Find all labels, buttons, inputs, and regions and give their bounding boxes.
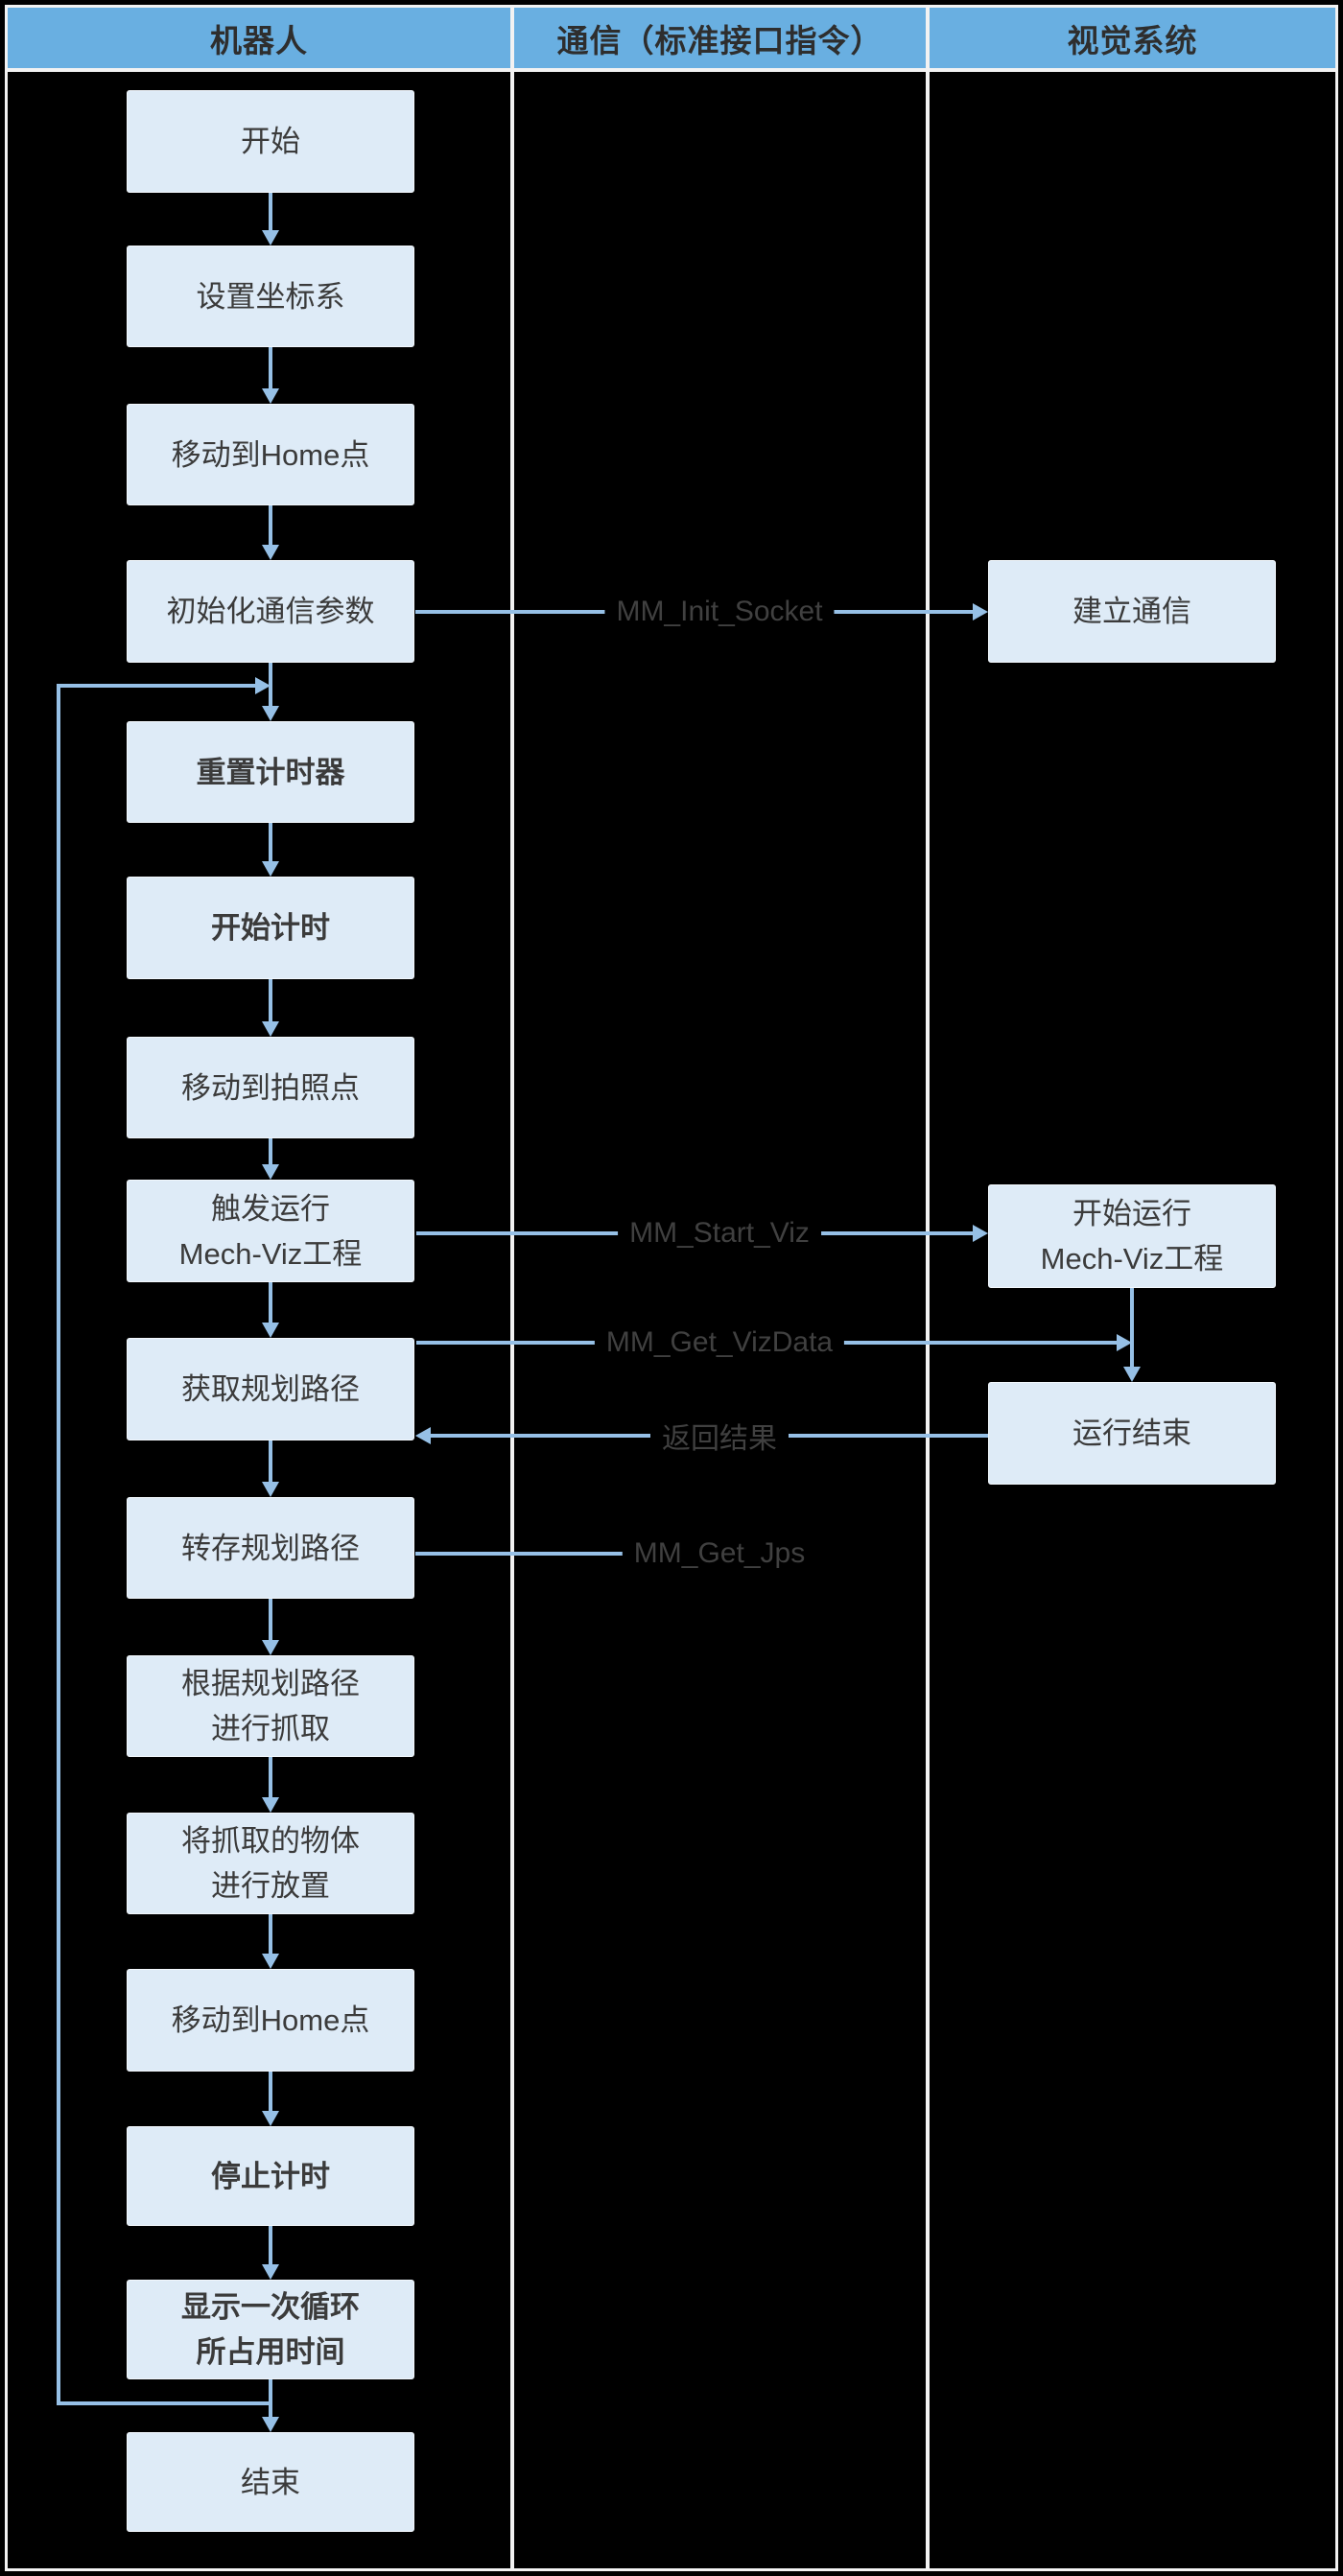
arrowhead-down-icon (262, 2417, 279, 2432)
arrowhead-down-icon (262, 1640, 279, 1655)
msg-label-mm-get-jps: MM_Get_Jps (622, 1537, 817, 1570)
arrowhead-down-icon (262, 2111, 279, 2126)
flow-node-set-coordinate-system: 设置坐标系 (127, 246, 414, 347)
msg-label-mm-get-vizdata: MM_Get_VizData (594, 1326, 845, 1359)
flow-node-move-to-home-2: 移动到Home点 (127, 1969, 414, 2072)
flow-node-reset-timer: 重置计时器 (127, 721, 414, 823)
arrowhead-right-icon (973, 603, 988, 621)
node-label: 显示一次循环 (181, 2290, 360, 2324)
loop-back-bottom-line (57, 2401, 272, 2405)
msg-label-return-result: 返回结果 (650, 1415, 789, 1457)
arrowhead-down-icon (262, 1164, 279, 1180)
node-label: Mech-Viz工程 (1040, 1242, 1224, 1276)
connector-2-3 (269, 347, 272, 390)
connector-14-15 (269, 2226, 272, 2266)
node-label: 建立通信 (1072, 595, 1191, 628)
node-label: 结束 (241, 2465, 300, 2499)
node-label: 移动到Home点 (171, 2003, 370, 2037)
connector-8-9 (269, 1282, 272, 1324)
lane-header-comm: 通信（标准接口指令） (514, 8, 926, 68)
node-label: 将抓取的物体 (181, 1824, 360, 1858)
loop-back-vertical-line (57, 684, 60, 2405)
flow-node-get-planned-path: 获取规划路径 (127, 1338, 414, 1440)
header-underline (5, 68, 1338, 72)
flow-node-trigger-mech-viz: 触发运行 Mech-Viz工程 (127, 1180, 414, 1282)
arrowhead-down-icon (262, 1482, 279, 1497)
flow-node-show-cycle-time: 显示一次循环 所占用时间 (127, 2280, 414, 2379)
lane-header-comm-label: 通信（标准接口指令） (556, 22, 884, 59)
lane-header-robot-label: 机器人 (210, 22, 308, 59)
flow-node-start-timing: 开始计时 (127, 877, 414, 979)
arrowhead-down-icon (262, 706, 279, 721)
arrowhead-right-icon (1117, 1334, 1132, 1351)
node-label: 根据规划路径 (181, 1667, 360, 1700)
arrowhead-down-icon (1123, 1367, 1141, 1382)
node-label: 移动到拍照点 (181, 1070, 360, 1105)
connector-13-14 (269, 2072, 272, 2113)
node-label: 移动到Home点 (171, 437, 370, 472)
connector-15-16 (269, 2379, 272, 2419)
node-label: 初始化通信参数 (166, 595, 375, 628)
arrowhead-right-icon (973, 1225, 988, 1242)
arrowhead-down-icon (262, 2264, 279, 2280)
node-label: 停止计时 (211, 2159, 330, 2193)
flow-node-move-to-capture-point: 移动到拍照点 (127, 1037, 414, 1138)
connector-10-11 (269, 1599, 272, 1642)
node-label: 进行放置 (211, 1869, 330, 1903)
arrowhead-down-icon (262, 1021, 279, 1037)
loop-back-arrowhead-icon (255, 677, 271, 694)
flow-node-move-to-home-1: 移动到Home点 (127, 404, 414, 505)
lane-divider-2 (926, 5, 930, 2571)
connector-12-13 (269, 1914, 272, 1955)
node-label: 设置坐标系 (196, 279, 345, 314)
flow-node-init-communication-params: 初始化通信参数 (127, 560, 414, 663)
flow-node-start-running-mech-viz: 开始运行 Mech-Viz工程 (988, 1184, 1276, 1288)
node-label: 触发运行 (211, 1191, 330, 1226)
msg-label-mm-init-socket: MM_Init_Socket (604, 596, 835, 628)
connector-5-6 (269, 823, 272, 863)
arrowhead-down-icon (262, 861, 279, 877)
lane-header-vision-label: 视觉系统 (1067, 22, 1198, 59)
node-label: 获取规划路径 (181, 1372, 360, 1406)
lane-header-vision: 视觉系统 (930, 8, 1335, 68)
connector-4-5 (269, 663, 272, 708)
connector-7-8 (269, 1138, 272, 1166)
flow-node-start: 开始 (127, 90, 414, 193)
node-label: 开始计时 (211, 911, 330, 945)
connector-11-12 (269, 1757, 272, 1799)
node-label: 转存规划路径 (181, 1531, 360, 1565)
connector-6-7 (269, 979, 272, 1023)
loop-back-top-line (57, 684, 255, 688)
flow-node-stop-timing: 停止计时 (127, 2126, 414, 2226)
lane-header-robot: 机器人 (8, 8, 510, 68)
arrowhead-down-icon (262, 545, 279, 560)
arrowhead-down-icon (262, 1797, 279, 1813)
flow-node-establish-communication: 建立通信 (988, 560, 1276, 663)
node-label: 开始运行 (1072, 1197, 1191, 1230)
flow-node-end: 结束 (127, 2432, 414, 2532)
arrowhead-down-icon (262, 388, 279, 404)
connector-9-10 (269, 1440, 272, 1484)
connector-startviz-runend (1130, 1288, 1134, 1369)
outer-border (5, 5, 1338, 2571)
connector-3-4 (269, 505, 272, 547)
arrowhead-down-icon (262, 230, 279, 246)
lane-divider-1 (510, 5, 514, 2571)
flow-node-run-finished: 运行结束 (988, 1382, 1276, 1485)
flow-node-pick-by-planned-path: 根据规划路径 进行抓取 (127, 1655, 414, 1757)
msg-mm-get-jps-line (415, 1552, 634, 1556)
node-label: 所占用时间 (196, 2335, 345, 2369)
msg-label-mm-start-viz: MM_Start_Viz (618, 1217, 821, 1250)
arrowhead-down-icon (262, 1323, 279, 1338)
node-label: 重置计时器 (196, 755, 345, 789)
connector-1-2 (269, 193, 272, 232)
arrowhead-down-icon (262, 1954, 279, 1969)
node-label: 运行结束 (1072, 1417, 1191, 1450)
node-label: Mech-Viz工程 (178, 1236, 363, 1271)
node-label: 进行抓取 (211, 1712, 330, 1745)
arrowhead-left-icon (415, 1427, 431, 1444)
flow-node-save-planned-path: 转存规划路径 (127, 1497, 414, 1599)
flow-node-place-picked-object: 将抓取的物体 进行放置 (127, 1813, 414, 1914)
node-label: 开始 (241, 125, 300, 158)
